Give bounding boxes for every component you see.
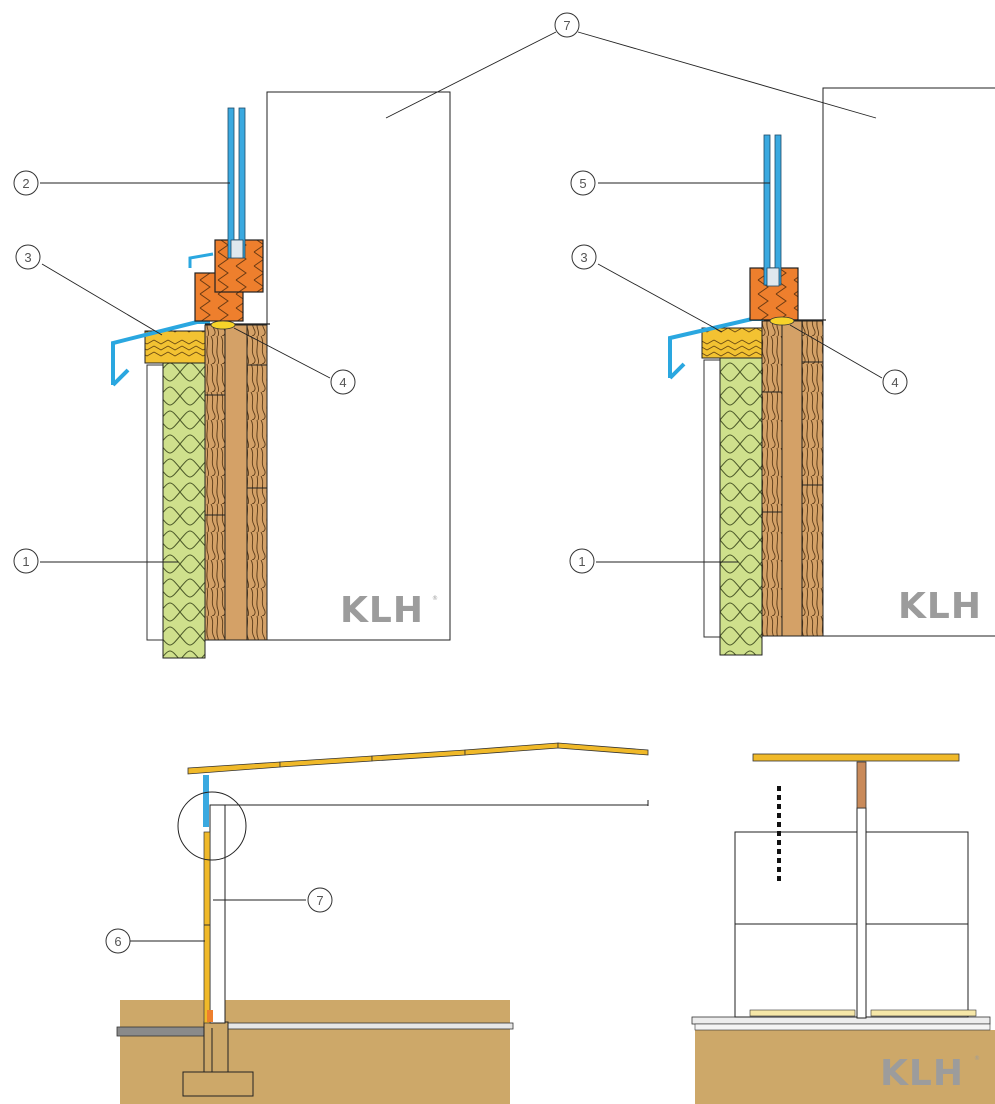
svg-text:6: 6 (114, 934, 121, 949)
callout-2: 2 (13, 170, 39, 196)
window-sill-flashing (111, 320, 210, 385)
svg-text:3: 3 (580, 250, 587, 265)
svg-text:7: 7 (563, 18, 570, 33)
svg-text:5: 5 (579, 176, 586, 191)
floor-slab (691, 1016, 991, 1025)
clt-inner-layer (246, 324, 268, 641)
svg-text:4: 4 (339, 375, 346, 390)
callout-1: 1 (569, 548, 595, 574)
upper-glazing (203, 775, 209, 827)
clt-inner-layer (801, 320, 824, 637)
svg-text:®: ® (974, 1055, 980, 1062)
glazing-pane (763, 134, 771, 286)
detail-a: 2 3 4 1 KLH ® (13, 91, 451, 659)
callout-1: 1 (13, 548, 39, 574)
svg-text:KLH: KLH (880, 1053, 964, 1094)
sill-timber (701, 327, 763, 359)
callout-6: 6 (105, 928, 131, 954)
section-overview: 7 6 (105, 742, 649, 1104)
section-elevation: KLH ® (691, 753, 995, 1104)
callout-7: 7 (307, 887, 333, 913)
seal (210, 320, 236, 330)
column (856, 807, 867, 1019)
svg-text:KLH: KLH (340, 590, 424, 631)
insulation (719, 357, 763, 656)
svg-text:1: 1 (578, 554, 585, 569)
svg-text:7: 7 (316, 893, 323, 908)
callout-4: 4 (330, 369, 356, 395)
clt-outer-layer (761, 320, 783, 637)
svg-text:4: 4 (891, 375, 898, 390)
wall-block-upper (734, 831, 969, 925)
detail-b: 5 3 4 1 KLH (569, 87, 995, 656)
ground (695, 1030, 995, 1104)
klh-logo: KLH (898, 586, 982, 627)
room-outline (266, 91, 451, 641)
column-head (856, 761, 867, 809)
svg-text:1: 1 (22, 554, 29, 569)
svg-text:®: ® (432, 595, 438, 602)
svg-text:3: 3 (24, 250, 31, 265)
callout-4: 4 (882, 369, 908, 395)
sill-timber (144, 330, 206, 364)
callout-3: 3 (15, 244, 41, 270)
klh-logo: KLH ® (340, 590, 438, 631)
glazing-pane (238, 107, 246, 259)
callout-7-top: 7 (385, 12, 877, 119)
paving (116, 1026, 208, 1037)
facade-cladding (203, 831, 211, 1024)
clt-core-layer (224, 324, 248, 641)
klh-logo: KLH ® (880, 1053, 980, 1094)
floor-slab (212, 1022, 514, 1030)
detail-circle (177, 791, 247, 861)
ground (120, 1000, 510, 1104)
foundation-footing (182, 1071, 254, 1097)
wall-block-lower (734, 923, 969, 1018)
clt-outer-layer (204, 324, 226, 641)
seal (769, 316, 795, 326)
insulation (162, 362, 206, 659)
glazing-pane (774, 134, 782, 286)
callout-5: 5 (570, 170, 596, 196)
foundation-wall (203, 1021, 229, 1079)
wall-interior-line (209, 804, 226, 1024)
svg-text:KLH: KLH (898, 586, 982, 627)
svg-text:2: 2 (22, 176, 29, 191)
callout-3: 3 (571, 244, 597, 270)
roof (187, 742, 649, 775)
clt-core-layer (781, 320, 803, 637)
room-outline (822, 87, 995, 637)
roof-beam (752, 753, 960, 762)
